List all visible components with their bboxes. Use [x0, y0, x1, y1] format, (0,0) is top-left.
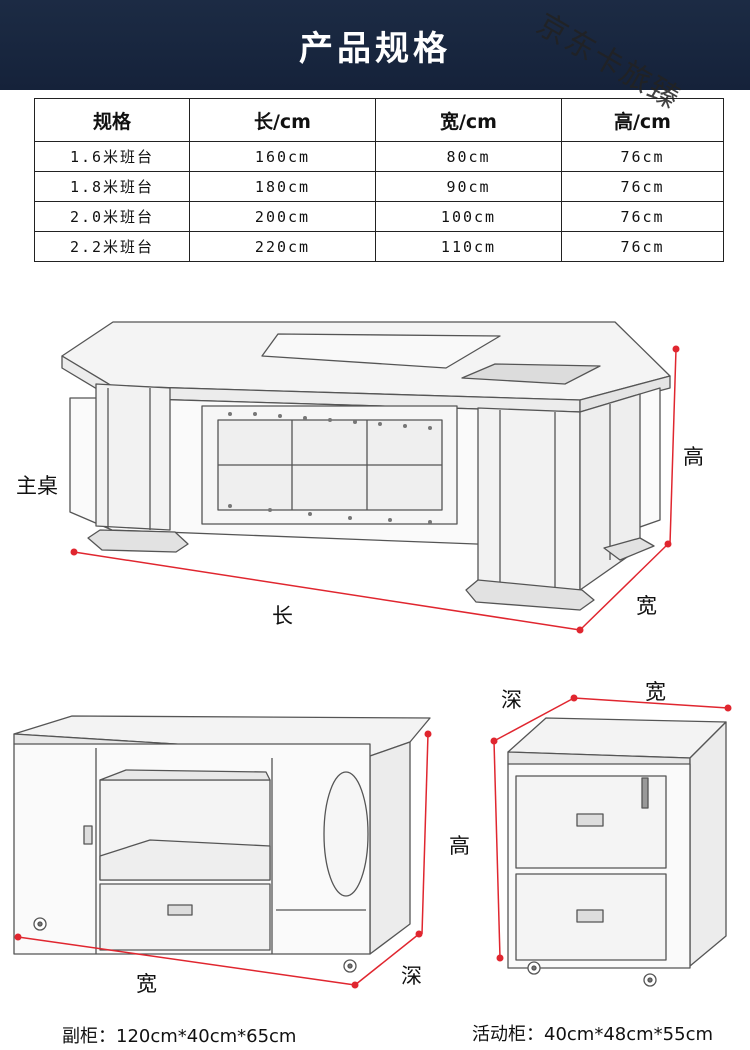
side-cabinet-height-label: 高 — [449, 834, 470, 858]
spec-table: 规格 长/cm 宽/cm 高/cm 1.6米班台 160cm 80cm 76cm… — [34, 98, 724, 262]
table-cell: 1.8米班台 — [34, 171, 190, 202]
column-header: 规格 — [34, 98, 190, 142]
table-cell: 90cm — [375, 171, 562, 202]
table-row: 1.6米班台 160cm 80cm 76cm — [34, 141, 724, 172]
table-cell: 160cm — [189, 141, 376, 172]
table-cell: 2.2米班台 — [34, 231, 190, 262]
mobile-cabinet-dimension-lines — [490, 694, 732, 962]
table-cell: 76cm — [561, 201, 724, 232]
side-cabinet-depth-label: 深 — [401, 964, 422, 988]
table-cell: 100cm — [375, 201, 562, 232]
mobile-cabinet-width-label: 宽 — [645, 680, 666, 704]
column-header: 高/cm — [561, 98, 724, 142]
mobile-cabinet-depth-label: 深 — [501, 688, 522, 712]
table-row: 1.8米班台 180cm 90cm 76cm — [34, 171, 724, 202]
main-desk-dimension-lines — [70, 345, 680, 634]
mobile-cabinet-caption: 活动柜：40cm*48cm*55cm — [472, 1024, 714, 1045]
main-desk-height-label: 高 — [683, 445, 704, 469]
table-row: 2.2米班台 220cm 110cm 76cm — [34, 231, 724, 262]
table-cell: 180cm — [189, 171, 376, 202]
table-header-row: 规格 长/cm 宽/cm 高/cm — [34, 98, 724, 142]
page-header: 产品规格 — [0, 0, 750, 90]
mobile-cabinet-drawing — [507, 717, 727, 987]
main-desk-length-label: 长 — [272, 604, 293, 628]
side-cabinet-caption: 副柜：120cm*40cm*65cm — [62, 1026, 297, 1047]
table-cell: 110cm — [375, 231, 562, 262]
page-title: 产品规格 — [299, 28, 451, 69]
table-cell: 76cm — [561, 231, 724, 262]
table-cell: 200cm — [189, 201, 376, 232]
side-cabinet-dimension-lines — [14, 730, 432, 989]
table-cell: 80cm — [375, 141, 562, 172]
side-cabinet-drawing — [13, 715, 431, 973]
main-desk-drawing — [61, 321, 671, 611]
table-cell: 220cm — [189, 231, 376, 262]
table-cell: 2.0米班台 — [34, 201, 190, 232]
main-desk-name: 主桌 — [16, 474, 58, 498]
table-row: 2.0米班台 200cm 100cm 76cm — [34, 201, 724, 232]
column-header: 宽/cm — [375, 98, 562, 142]
table-cell: 76cm — [561, 141, 724, 172]
side-cabinet-width-label: 宽 — [136, 972, 157, 996]
table-cell: 76cm — [561, 171, 724, 202]
main-desk-width-label: 宽 — [636, 594, 657, 618]
